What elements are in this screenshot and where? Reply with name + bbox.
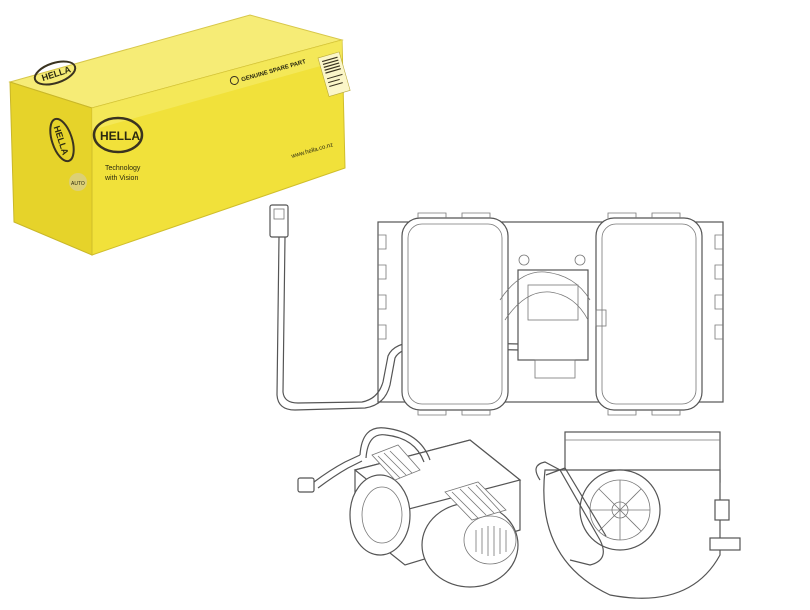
blower-isometric-view: [297, 427, 522, 588]
right-fan-housing: [595, 217, 703, 411]
blower-side-view: [535, 431, 741, 599]
box-end-face: [9, 81, 93, 256]
blower-top-view: [269, 204, 724, 416]
motor: [517, 269, 589, 361]
svg-text:AUTO: AUTO: [71, 181, 85, 187]
tagline-line2: with Vision: [104, 175, 138, 182]
hella-logo: HELLA: [92, 116, 144, 154]
svg-text:HELLA: HELLA: [100, 129, 140, 143]
product-box: HELLA HELLA HELLA Technology with Vision…: [8, 14, 351, 256]
housing-frame: [377, 221, 724, 403]
left-fan-housing: [401, 217, 509, 411]
watermark: AUTO: [69, 173, 87, 191]
iso-connector: [297, 477, 315, 493]
tagline-line1: Technology: [105, 165, 141, 172]
barcode-label: [317, 51, 351, 97]
connector-plug: [269, 204, 289, 238]
iso-left-wheel: [349, 474, 411, 556]
